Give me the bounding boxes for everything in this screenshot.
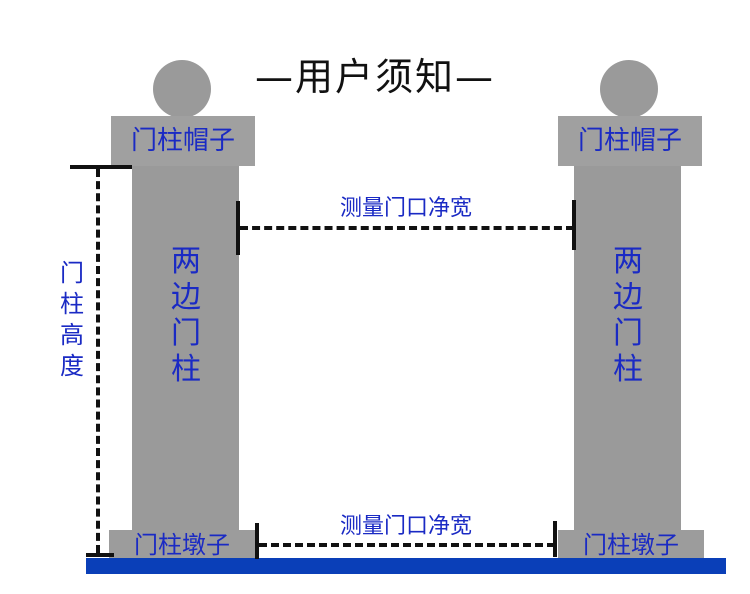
ground-bar bbox=[86, 558, 726, 574]
height-label: 门 柱 高 度 bbox=[58, 258, 86, 382]
width-top-right-tick bbox=[572, 200, 576, 250]
right-cap-label: 门柱帽子 bbox=[577, 126, 682, 156]
right-pillar-base: 门柱墩子 bbox=[558, 530, 704, 560]
right-column-char: 柱 bbox=[613, 352, 643, 387]
height-label-char: 柱 bbox=[60, 290, 84, 318]
width-top-dashed-line bbox=[240, 226, 574, 230]
left-cap-label: 门柱帽子 bbox=[130, 126, 235, 156]
width-bottom-left-tick bbox=[255, 523, 259, 559]
left-column-label: 两 边 门 柱 bbox=[168, 244, 204, 388]
height-bottom-tick bbox=[86, 553, 114, 557]
right-column-char: 边 bbox=[613, 280, 643, 315]
right-pillar-ball bbox=[600, 60, 658, 118]
height-top-tick bbox=[70, 165, 132, 169]
left-pillar-cap: 门柱帽子 bbox=[111, 116, 255, 166]
height-label-char: 高 bbox=[60, 321, 84, 349]
height-dashed-line bbox=[96, 169, 100, 553]
left-base-label: 门柱墩子 bbox=[134, 531, 230, 559]
width-top-label: 测量门口净宽 bbox=[339, 196, 472, 221]
height-label-char: 门 bbox=[60, 259, 84, 287]
left-column-char: 门 bbox=[171, 316, 201, 351]
left-column-char: 边 bbox=[171, 280, 201, 315]
right-column-char: 门 bbox=[613, 316, 643, 351]
width-bottom-dashed-line bbox=[259, 543, 555, 547]
right-column-char: 两 bbox=[613, 244, 643, 279]
right-column-label: 两 边 门 柱 bbox=[610, 244, 646, 388]
left-pillar-base: 门柱墩子 bbox=[109, 530, 255, 560]
diagram-title: —用户须知— bbox=[254, 55, 495, 99]
right-pillar-column bbox=[574, 166, 681, 532]
right-pillar-cap: 门柱帽子 bbox=[558, 116, 702, 166]
height-label-char: 度 bbox=[60, 352, 84, 380]
width-bottom-right-tick bbox=[553, 521, 557, 557]
width-bottom-label: 测量门口净宽 bbox=[339, 514, 472, 539]
left-pillar-ball bbox=[153, 60, 211, 118]
width-top-left-tick bbox=[236, 201, 240, 255]
right-base-label: 门柱墩子 bbox=[583, 531, 679, 559]
left-column-char: 两 bbox=[171, 244, 201, 279]
left-column-char: 柱 bbox=[171, 352, 201, 387]
left-pillar-column bbox=[132, 166, 239, 532]
